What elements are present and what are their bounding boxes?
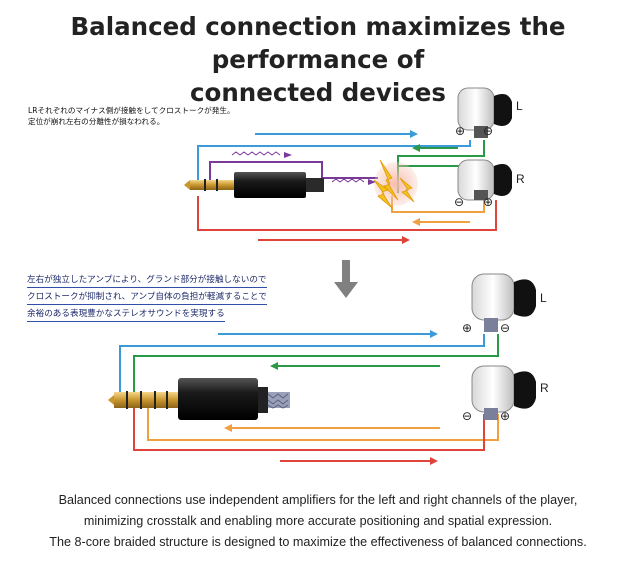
bottom-left-label: L: [540, 291, 547, 305]
bottom-right-label: R: [540, 381, 549, 395]
top-right-plus: ⊕: [483, 195, 493, 209]
balanced-note-line-2: クロストークが抑制され、アンプ自体の負担が軽減することで: [27, 291, 267, 305]
bottom-right-minus: ⊖: [462, 409, 472, 423]
bottom-green-wire: [133, 334, 499, 396]
balanced-note-line-1: 左右が独立したアンプにより、グランド部分が接触しないので: [27, 274, 267, 288]
unbalanced-plug: [184, 172, 324, 198]
top-earbud-left: [457, 87, 512, 138]
bottom-earbud-right: [471, 365, 536, 420]
top-earbud-right: [457, 159, 512, 201]
top-red-wire: [197, 196, 497, 231]
caption-line-2: minimizing crosstalk and enabling more a…: [83, 514, 553, 528]
bottom-orange-wire: [147, 404, 499, 441]
top-left-minus: ⊖: [483, 124, 493, 138]
connection-diagram: L ⊕ ⊖ R ⊖ ⊕: [108, 87, 549, 465]
balanced-note-line-3: 余裕のある表現豊かなステレオサウンドを実現する: [27, 308, 225, 322]
title-line-1: Balanced connection maximizes the perfor…: [70, 12, 566, 74]
top-left-plus: ⊕: [455, 124, 465, 138]
caption: Balanced connections use independent amp…: [0, 490, 636, 553]
bottom-right-plus: ⊕: [500, 409, 510, 423]
bottom-red-wire: [133, 404, 485, 451]
bottom-blue-wire: [119, 334, 485, 396]
balanced-plug: [108, 378, 290, 420]
top-purple-wire: [209, 161, 378, 184]
down-arrow-icon: [334, 260, 358, 298]
bottom-left-minus: ⊖: [500, 321, 510, 335]
page-title: Balanced connection maximizes the perfor…: [0, 10, 636, 109]
balanced-note: 左右が独立したアンプにより、グランド部分が接触しないので クロストークが抑制され…: [27, 274, 267, 325]
bottom-left-plus: ⊕: [462, 321, 472, 335]
balanced-diagram: L ⊕ ⊖ R ⊖ ⊕: [108, 273, 549, 465]
title-line-2: connected devices: [189, 78, 447, 107]
top-right-minus: ⊖: [454, 195, 464, 209]
top-right-label: R: [516, 172, 525, 186]
crosstalk-note-line-1: LRそれぞれのマイナス側が接触をしてクロストークが発生。: [28, 106, 235, 115]
crosstalk-note: LRそれぞれのマイナス側が接触をしてクロストークが発生。 定位が崩れ左右の分離性…: [28, 105, 235, 127]
top-left-label: L: [516, 99, 523, 113]
unbalanced-diagram: L ⊕ ⊖ R ⊖ ⊕: [184, 87, 525, 244]
caption-line-3: The 8-core braided structure is designed…: [49, 535, 587, 549]
top-blue-wire: [197, 140, 471, 184]
crosstalk-note-line-2: 定位が崩れ左右の分離性が損なわれる。: [28, 117, 165, 126]
caption-line-1: Balanced connections use independent amp…: [58, 493, 578, 507]
bottom-earbud-left: [471, 273, 536, 332]
